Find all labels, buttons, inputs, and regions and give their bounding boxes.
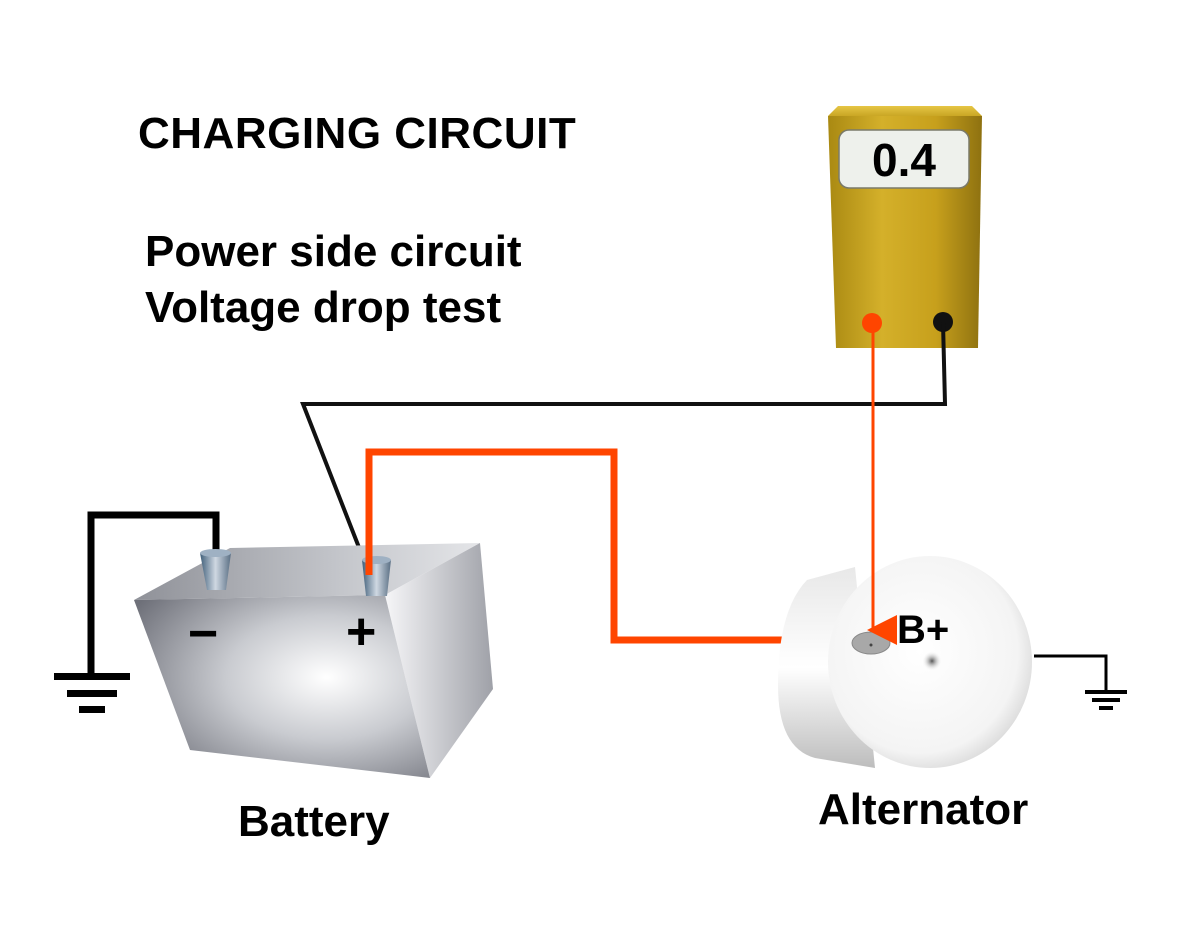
battery-positive-cable (365, 448, 862, 644)
alternator-ground-wire (1034, 654, 1108, 690)
battery-ground-wire (87, 511, 220, 678)
multimeter (828, 106, 982, 348)
b-plus-terminal (851, 631, 891, 655)
alternator-label: Alternator (818, 785, 1029, 834)
battery-label: Battery (238, 797, 390, 846)
meter-negative-lead (300, 321, 948, 569)
meter-display (838, 129, 970, 189)
subtitle-line-2: Voltage drop test (145, 283, 502, 332)
positive-terminal-label: + (346, 603, 377, 661)
negative-terminal (200, 549, 231, 590)
meter-reading: 0.4 (872, 134, 936, 186)
negative-terminal-label: − (188, 605, 219, 663)
alternator-ground-icon (1085, 690, 1127, 710)
subtitle-line-1: Power side circuit (145, 227, 522, 276)
b-plus-label: B+ (897, 608, 950, 652)
battery-ground-icon (54, 673, 130, 713)
diagram-title: CHARGING CIRCUIT (138, 109, 577, 158)
alternator (778, 556, 1032, 768)
